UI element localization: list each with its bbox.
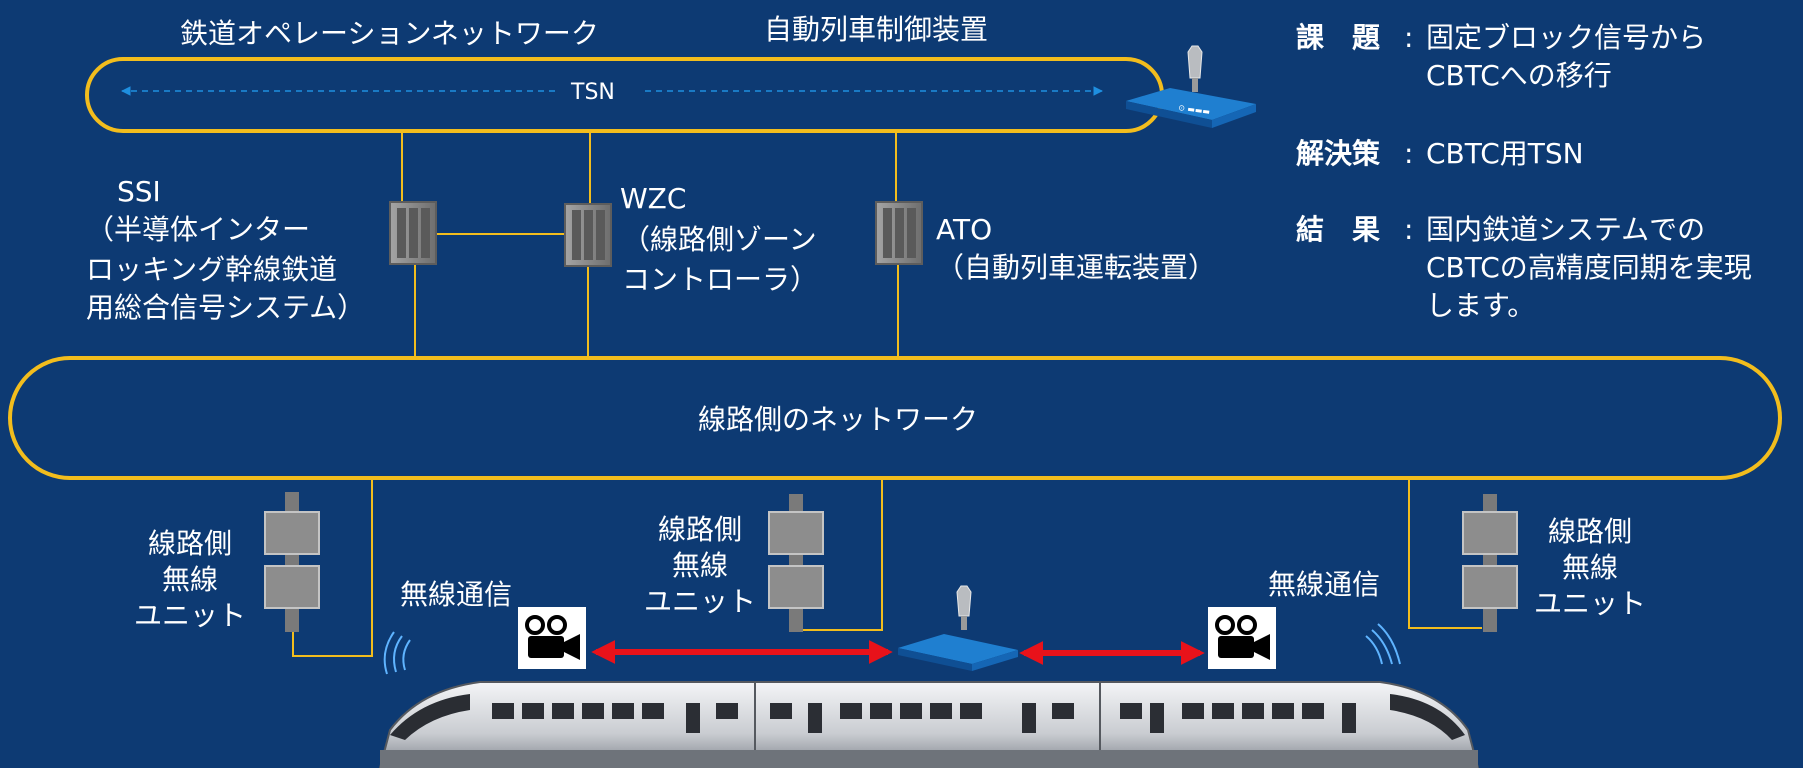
info-colon: : (1404, 213, 1414, 246)
atc-title: 自動列車制御装置 (764, 13, 989, 46)
info-key-result: 結 果 (1296, 213, 1381, 246)
radio-unit-2-line1: 線路側 (657, 513, 742, 546)
info-key-solution: 解決策 (1296, 137, 1381, 170)
trackside-network-label: 線路側のネットワーク (698, 403, 979, 436)
info-value-result-2: CBTCの高精度同期を実現 (1426, 251, 1752, 284)
radio-unit-3-line3: ユニット (1533, 587, 1646, 620)
info-value-challenge-2: CBTCへの移行 (1426, 59, 1612, 92)
radio-unit-3-line2: 無線 (1561, 551, 1618, 584)
train-switch-icon (898, 585, 1018, 671)
radio-unit-1-line1: 線路側 (147, 527, 232, 560)
wzc-desc-1: （線路側ゾーン (622, 223, 817, 256)
wireless-label-left: 無線通信 (400, 578, 513, 611)
wzc-device (564, 203, 612, 267)
info-value-result-3: します。 (1426, 289, 1536, 322)
camera-icon-left (518, 607, 586, 669)
radio-unit-3-label: 線路側 無線 ユニット (1530, 514, 1650, 622)
radio-unit-2-line3: ユニット (643, 585, 756, 618)
wireless-label-right: 無線通信 (1268, 568, 1381, 601)
info-key-challenge: 課 題 (1296, 21, 1381, 54)
ato-name: ATO (936, 213, 993, 246)
signal-wave-icon-left (383, 631, 411, 675)
radio-unit-2-icon (768, 494, 824, 632)
radio-unit-1-icon (264, 492, 320, 632)
info-value-result-1: 国内鉄道システムでの (1426, 213, 1706, 246)
ops-network-title: 鉄道オペレーションネットワーク (180, 17, 599, 50)
camera-icon-right (1208, 607, 1276, 669)
ops-network-ring (85, 57, 1164, 133)
radio-unit-3-icon (1462, 494, 1518, 632)
radio-unit-3-line1: 線路側 (1547, 515, 1632, 548)
trackside-network-ring (8, 356, 1782, 480)
train-icon (378, 681, 1480, 768)
radio-unit-1-label: 線路側 無線 ユニット (130, 526, 250, 634)
radio-unit-1-line2: 無線 (161, 563, 218, 596)
info-value-challenge-1: 固定ブロック信号から (1426, 21, 1707, 54)
info-value-solution: CBTC用TSN (1426, 137, 1584, 170)
signal-wave-icon-right (1365, 623, 1401, 665)
ato-desc: （自動列車運転装置） (936, 251, 1217, 284)
wzc-name: WZC (620, 182, 687, 215)
ssi-desc-2: ロッキング幹線鉄道 (86, 253, 338, 286)
ssi-desc-1: （半導体インター (86, 213, 311, 246)
wzc-desc-2: コントローラ） (622, 263, 819, 296)
radio-unit-1-line3: ユニット (133, 599, 246, 632)
info-colon: : (1404, 21, 1414, 54)
radio-unit-2-label: 線路側 無線 ユニット (640, 512, 760, 620)
radio-unit-2-line2: 無線 (671, 549, 728, 582)
tsn-label: TSN (571, 80, 615, 105)
tsn-switch-icon: ⊙ ▬▬▬ (1126, 45, 1256, 128)
info-colon: : (1404, 137, 1414, 170)
ssi-name: SSI (117, 175, 161, 208)
ssi-device (389, 201, 437, 265)
ssi-desc-3: 用総合信号システム） (86, 291, 366, 324)
ato-device (875, 201, 923, 265)
svg-text:⊙ ▬▬▬: ⊙ ▬▬▬ (1178, 103, 1211, 116)
